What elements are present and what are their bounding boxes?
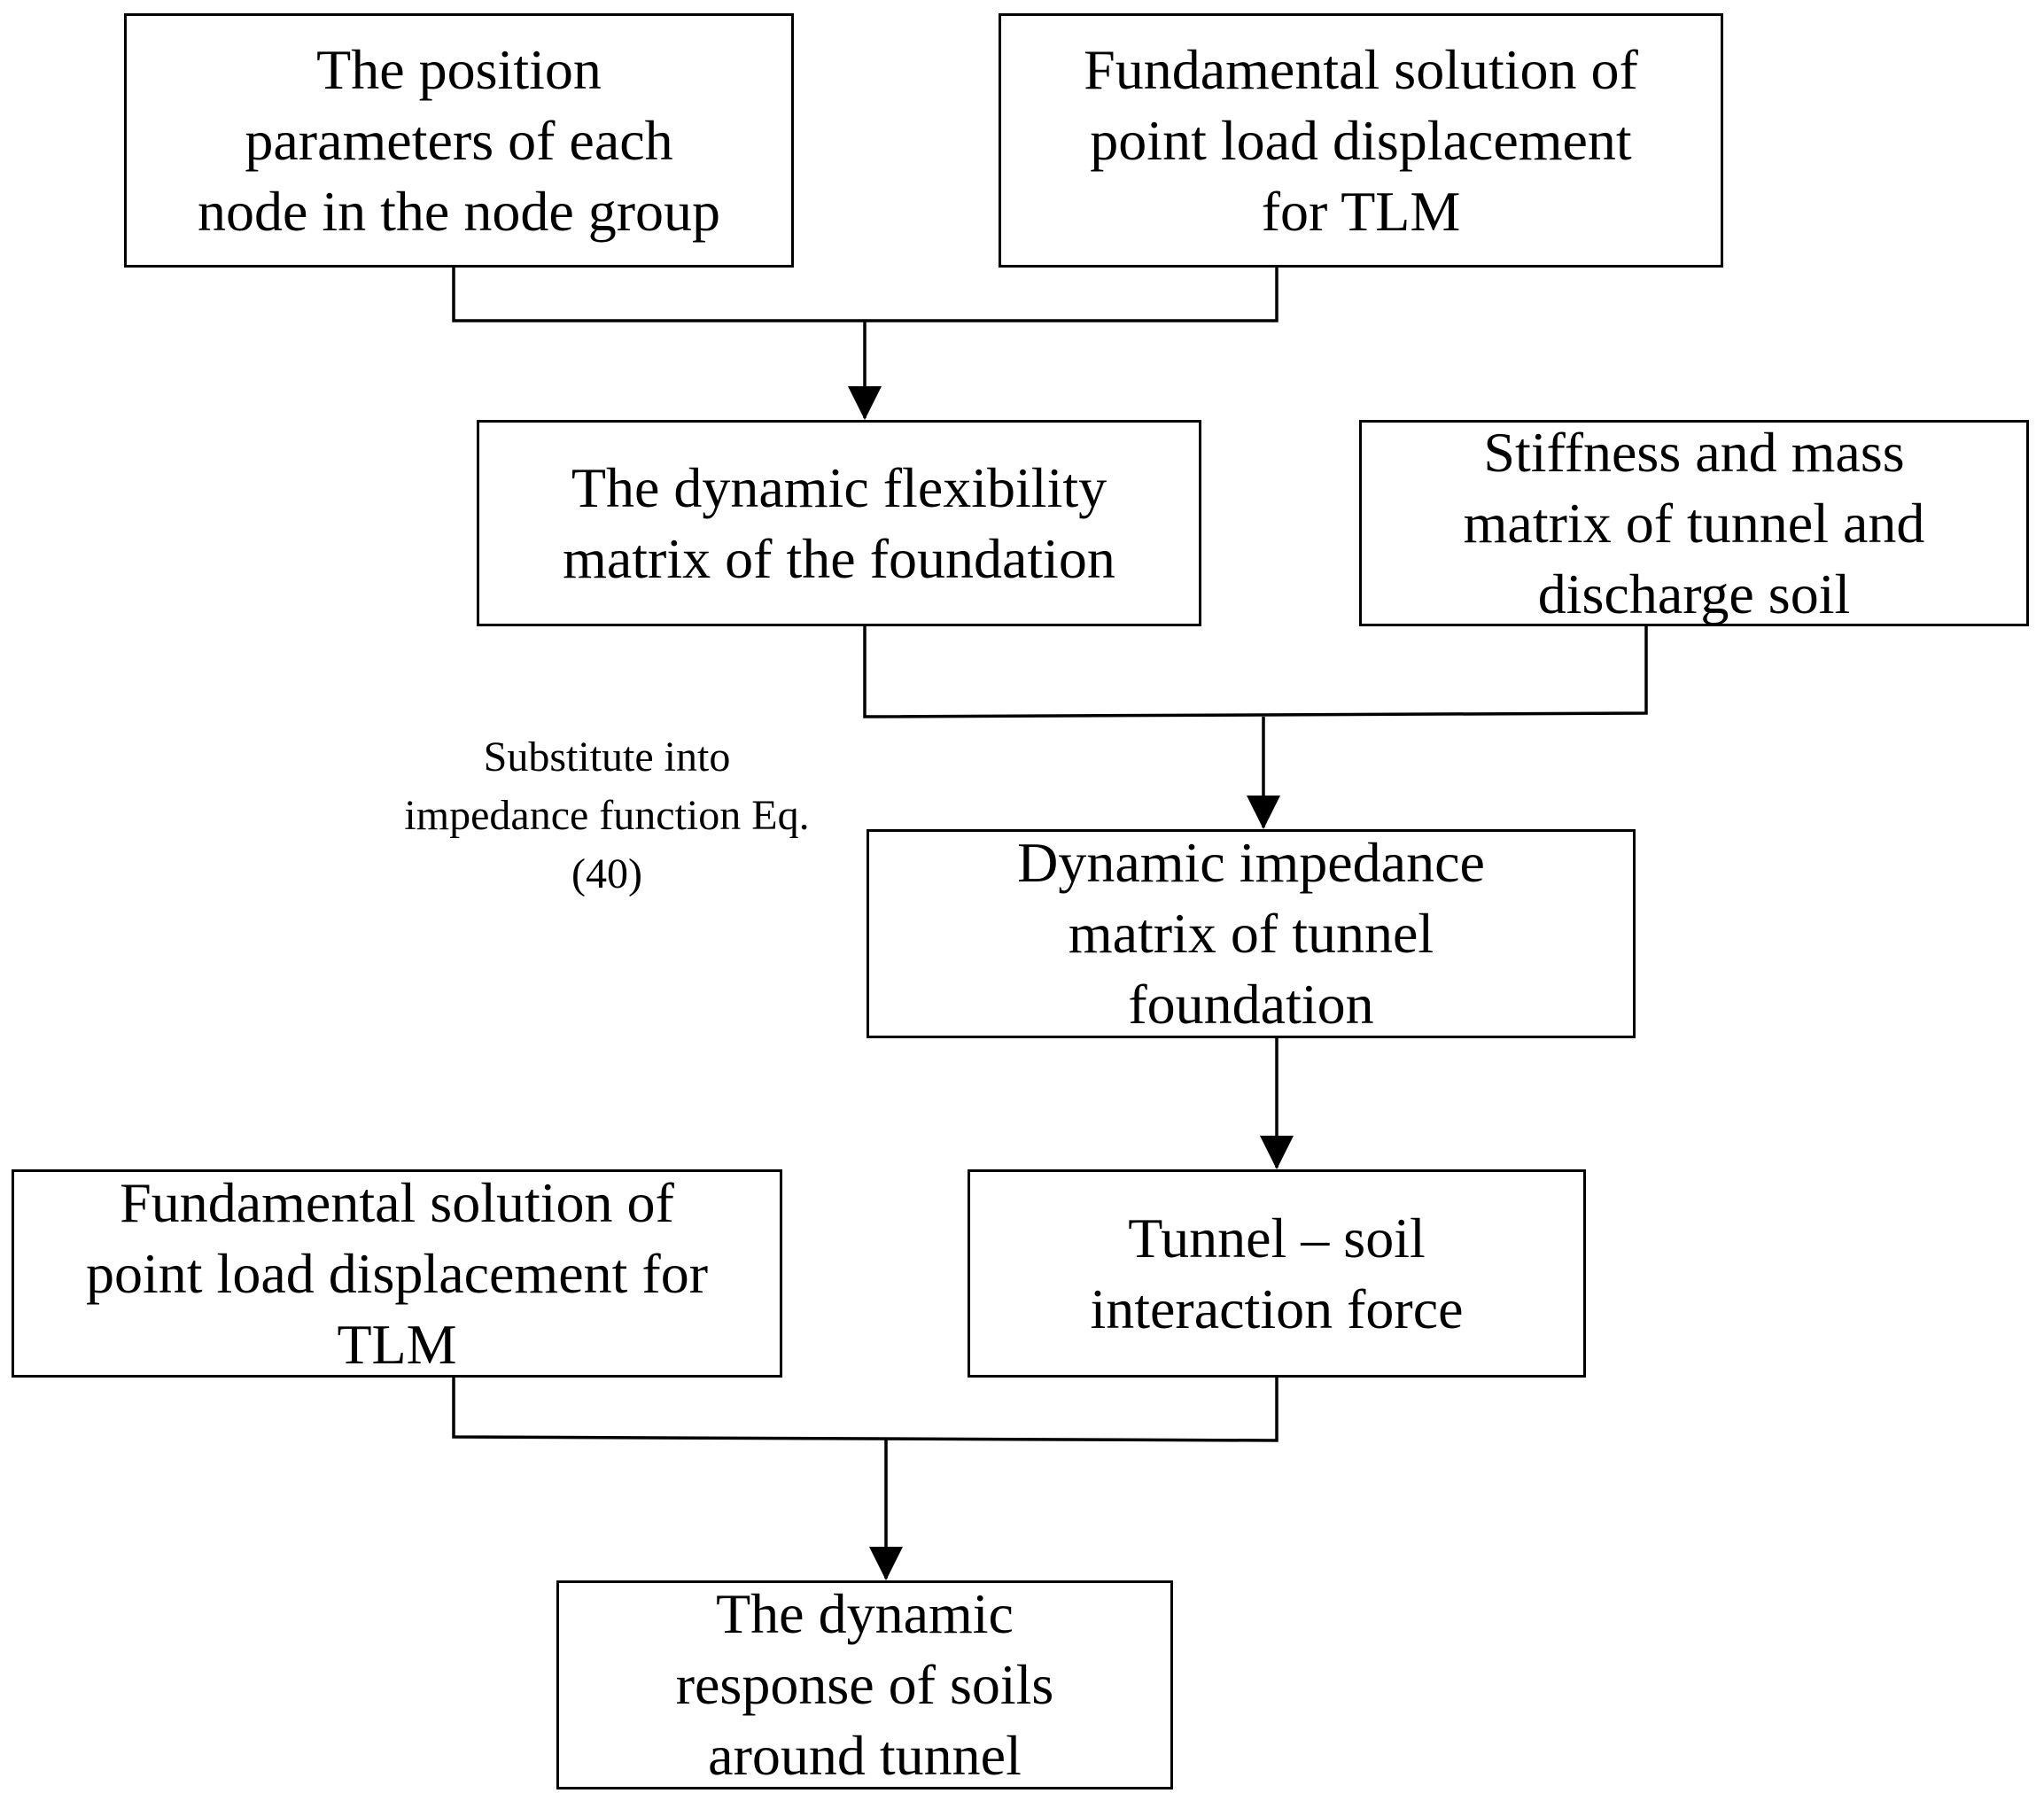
box-stiffness-mass-matrix-line-3: discharge soil bbox=[1537, 562, 1851, 625]
box-interaction-force: Tunnel – soil interaction force bbox=[968, 1169, 1586, 1378]
box-stiffness-mass-matrix-line-1: Stiffness and mass bbox=[1483, 420, 1905, 484]
box-dynamic-response-line-1: The dynamic bbox=[716, 1582, 1014, 1645]
box-position-parameters: The position parameters of each node in … bbox=[124, 13, 794, 268]
box-fundamental-solution-top-line-2: point load displacement bbox=[1090, 108, 1632, 172]
box-dynamic-response: The dynamic response of soils around tun… bbox=[556, 1580, 1173, 1789]
substitute-note-line-2: impedance function Eq. bbox=[404, 792, 810, 839]
box-position-parameters-line-2: parameters of each bbox=[245, 108, 673, 172]
box-dynamic-response-line-3: around tunnel bbox=[708, 1724, 1022, 1787]
substitute-note: Substitute into impedance function Eq. (… bbox=[328, 728, 886, 904]
merge-line-1 bbox=[452, 268, 1278, 322]
arrowhead-4 bbox=[869, 1547, 903, 1580]
arrowhead-2 bbox=[1247, 796, 1280, 829]
box-impedance-matrix-line-3: foundation bbox=[1128, 973, 1374, 1036]
box-fundamental-solution-bottom-line-3: TLM bbox=[337, 1312, 457, 1376]
box-interaction-force-line-1: Tunnel – soil bbox=[1128, 1206, 1426, 1269]
box-flexibility-matrix-line-2: matrix of the foundation bbox=[563, 526, 1115, 590]
box-fundamental-solution-top-line-1: Fundamental solution of bbox=[1084, 37, 1638, 101]
substitute-note-line-1: Substitute into bbox=[483, 734, 731, 780]
arrowhead-1 bbox=[848, 386, 882, 420]
box-stiffness-mass-matrix: Stiffness and mass matrix of tunnel and … bbox=[1359, 420, 2029, 626]
box-impedance-matrix-line-2: matrix of tunnel bbox=[1068, 902, 1434, 965]
box-dynamic-response-line-2: response of soils bbox=[675, 1653, 1054, 1716]
box-fundamental-solution-top-line-3: for TLM bbox=[1261, 179, 1461, 243]
box-stiffness-mass-matrix-line-2: matrix of tunnel and bbox=[1463, 491, 1925, 555]
box-fundamental-solution-bottom: Fundamental solution of point load displ… bbox=[12, 1169, 782, 1378]
box-fundamental-solution-bottom-line-2: point load displacement for bbox=[85, 1241, 709, 1305]
box-fundamental-solution-top: Fundamental solution of point load displ… bbox=[999, 13, 1723, 268]
box-interaction-force-line-2: interaction force bbox=[1090, 1277, 1464, 1340]
box-position-parameters-line-1: The position bbox=[316, 37, 602, 101]
box-flexibility-matrix: The dynamic flexibility matrix of the fo… bbox=[477, 420, 1201, 626]
box-impedance-matrix-line-1: Dynamic impedance bbox=[1017, 831, 1485, 894]
box-fundamental-solution-bottom-line-1: Fundamental solution of bbox=[120, 1170, 674, 1234]
arrowhead-3 bbox=[1260, 1136, 1294, 1169]
box-impedance-matrix: Dynamic impedance matrix of tunnel found… bbox=[867, 829, 1636, 1038]
substitute-note-line-3: (40) bbox=[571, 850, 642, 897]
box-position-parameters-line-3: node in the node group bbox=[197, 179, 721, 243]
merge-line-2 bbox=[863, 626, 1648, 718]
box-flexibility-matrix-line-1: The dynamic flexibility bbox=[571, 455, 1107, 519]
merge-line-3 bbox=[452, 1378, 1278, 1442]
